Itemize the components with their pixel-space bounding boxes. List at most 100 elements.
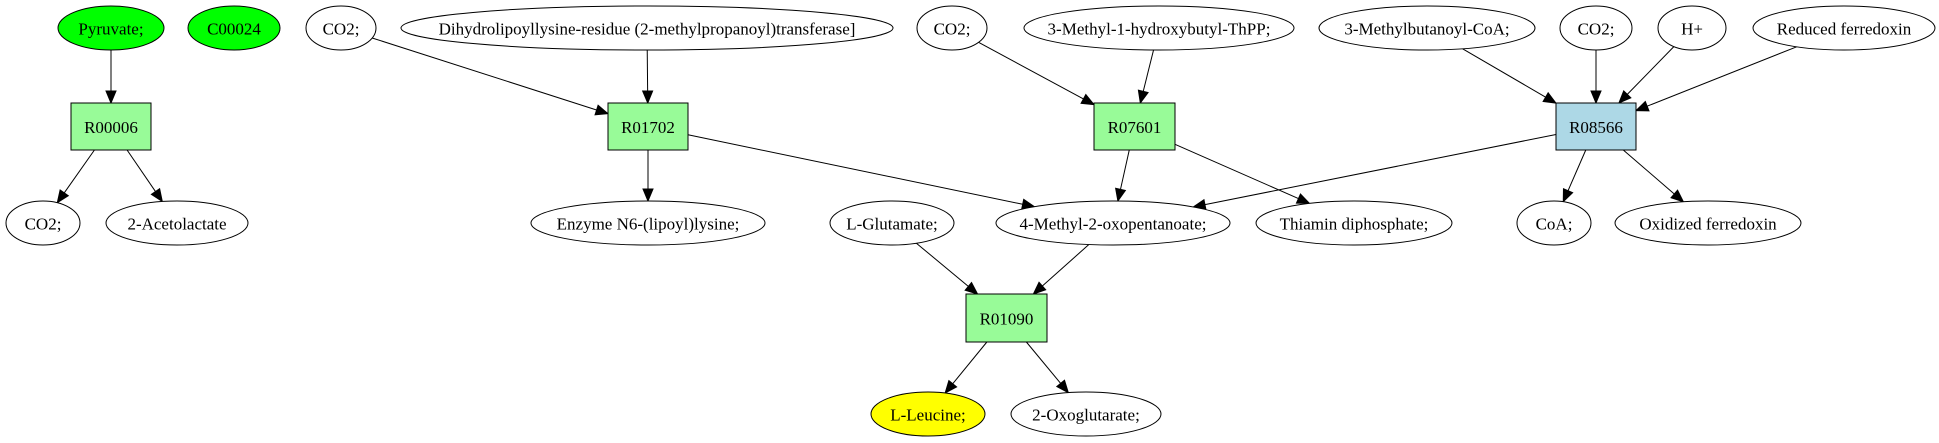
edge-mbcoa-to-R08566 [1462, 48, 1558, 104]
compound-node-mbcoa[interactable]: 3-Methylbutanoyl-CoA; [1318, 5, 1536, 51]
edge-line [1174, 143, 1299, 200]
arrowhead-icon [1080, 93, 1096, 106]
edge-line [916, 242, 969, 287]
compound-ellipse [1614, 200, 1802, 246]
edge-line [952, 341, 988, 385]
arrowhead-icon [1295, 193, 1311, 204]
compound-ellipse [1010, 391, 1162, 437]
compound-ellipse [400, 5, 894, 51]
compound-node-co2_c[interactable]: CO2; [1559, 5, 1633, 51]
edge-R01702-to-enzn6 [642, 150, 654, 203]
node-label: 3-Methyl-1-hydroxybutyl-ThPP; [1048, 20, 1271, 39]
edge-R07601-to-mop [1115, 149, 1130, 203]
edge-line [1622, 149, 1675, 195]
compound-node-co2_b[interactable]: CO2; [916, 5, 988, 51]
edge-R07601-to-thiamin [1174, 143, 1311, 204]
compound-node-dihydro[interactable]: Dihydrolipoyllysine-residue (2-methylpro… [400, 5, 894, 51]
edge-line [63, 149, 95, 194]
edge-line [1042, 244, 1090, 287]
edge-R00006-to-co2_d [56, 149, 95, 204]
compound-ellipse [1255, 200, 1453, 246]
reaction-node-r01090[interactable]: R01090 [965, 293, 1048, 343]
edge-line [1025, 341, 1062, 384]
compound-ellipse [1752, 5, 1936, 51]
arrowhead-icon [105, 90, 117, 105]
edge-R00006-to-acetolactate [126, 149, 164, 203]
reaction-box [965, 293, 1048, 343]
edge-pyruvate-to-R00006 [105, 50, 117, 105]
node-label: CO2; [1578, 20, 1615, 39]
node-label: R01702 [621, 118, 675, 137]
compound-ellipse [105, 200, 249, 246]
edges-layer [56, 37, 1797, 395]
arrowhead-icon [594, 104, 610, 116]
node-label: R08566 [1569, 118, 1623, 137]
edge-line [1142, 49, 1155, 92]
edge-co2_b-to-R07601 [978, 41, 1096, 106]
node-label: R01090 [980, 310, 1034, 329]
node-label: Reduced ferredoxin [1777, 20, 1912, 39]
edge-line [126, 149, 156, 192]
edge-co2_c-to-R08566 [1590, 50, 1602, 105]
compound-node-leucine[interactable]: L-Leucine; [870, 391, 986, 437]
edge-R01702-to-mop [687, 134, 1036, 210]
compound-node-co2_a[interactable]: CO2; [305, 5, 377, 51]
arrowhead-icon [1590, 90, 1602, 105]
edge-dihydro-to-R01702 [641, 49, 654, 105]
compound-node-oxfd[interactable]: Oxidized ferredoxin [1614, 200, 1802, 246]
node-label: Pyruvate; [78, 20, 143, 39]
node-label: CO2; [934, 20, 971, 39]
edge-R01090-to-leucine [944, 341, 988, 395]
compound-node-thiamin[interactable]: Thiamin diphosphate; [1255, 200, 1453, 246]
compound-node-coa[interactable]: CoA; [1516, 200, 1592, 246]
arrowhead-icon [56, 189, 70, 204]
compound-ellipse [916, 5, 988, 51]
compound-node-mop[interactable]: 4-Methyl-2-oxopentanoate; [995, 200, 1231, 246]
node-label: 4-Methyl-2-oxopentanoate; [1020, 215, 1207, 234]
compound-ellipse [530, 200, 766, 246]
arrowhead-icon [1137, 89, 1149, 105]
compound-ellipse [5, 200, 81, 246]
reaction-node-r00006[interactable]: R00006 [70, 102, 152, 151]
compound-ellipse [57, 5, 165, 51]
reaction-node-r01702[interactable]: R01702 [607, 102, 689, 151]
compound-node-oxoglutarate[interactable]: 2-Oxoglutarate; [1010, 391, 1162, 437]
reaction-node-r08566[interactable]: R08566 [1555, 102, 1637, 151]
arrowhead-icon [1115, 187, 1127, 203]
compound-node-co2_d[interactable]: CO2; [5, 200, 81, 246]
edge-co2_a-to-R01702 [372, 37, 610, 116]
arrowhead-icon [1055, 379, 1070, 394]
edge-R08566-to-mop [1191, 134, 1557, 211]
node-label: CO2; [323, 20, 360, 39]
edge-line [1204, 134, 1557, 206]
node-label: Thiamin diphosphate; [1280, 215, 1429, 234]
node-label: 2-Acetolactate [127, 215, 226, 234]
node-label: 2-Oxoglutarate; [1032, 406, 1140, 425]
compound-node-enzn6[interactable]: Enzyme N6-(lipoyl)lysine; [530, 200, 766, 246]
arrowhead-icon [1617, 90, 1632, 104]
compound-node-mhbthpp[interactable]: 3-Methyl-1-hydroxybutyl-ThPP; [1023, 5, 1295, 51]
node-label: R07601 [1108, 118, 1162, 137]
edge-line [1567, 149, 1587, 191]
compound-node-acetolactate[interactable]: 2-Acetolactate [105, 200, 249, 246]
node-label: 3-Methylbutanoyl-CoA; [1344, 20, 1509, 39]
node-label: Oxidized ferredoxin [1639, 215, 1777, 234]
compound-ellipse [1023, 5, 1295, 51]
compound-node-hplus[interactable]: H+ [1657, 5, 1727, 51]
compound-node-c00024[interactable]: C00024 [187, 5, 281, 51]
node-label: L-Leucine; [890, 406, 966, 425]
edge-mop-to-R01090 [1032, 244, 1090, 295]
edge-mhbthpp-to-R07601 [1137, 49, 1155, 105]
edge-redfd-to-R08566 [1634, 46, 1797, 112]
arrowhead-icon [964, 281, 979, 295]
compound-node-glutamate[interactable]: L-Glutamate; [829, 200, 955, 246]
compound-node-pyruvate[interactable]: Pyruvate; [57, 5, 165, 51]
reaction-box [1093, 102, 1176, 151]
edge-R01090-to-oxoglutarate [1025, 341, 1070, 394]
reaction-node-r07601[interactable]: R07601 [1093, 102, 1176, 151]
edge-line [1626, 46, 1675, 95]
compound-ellipse [829, 200, 955, 246]
compound-node-redfd[interactable]: Reduced ferredoxin [1752, 5, 1936, 51]
edge-line [372, 37, 597, 111]
node-label: H+ [1681, 20, 1703, 39]
